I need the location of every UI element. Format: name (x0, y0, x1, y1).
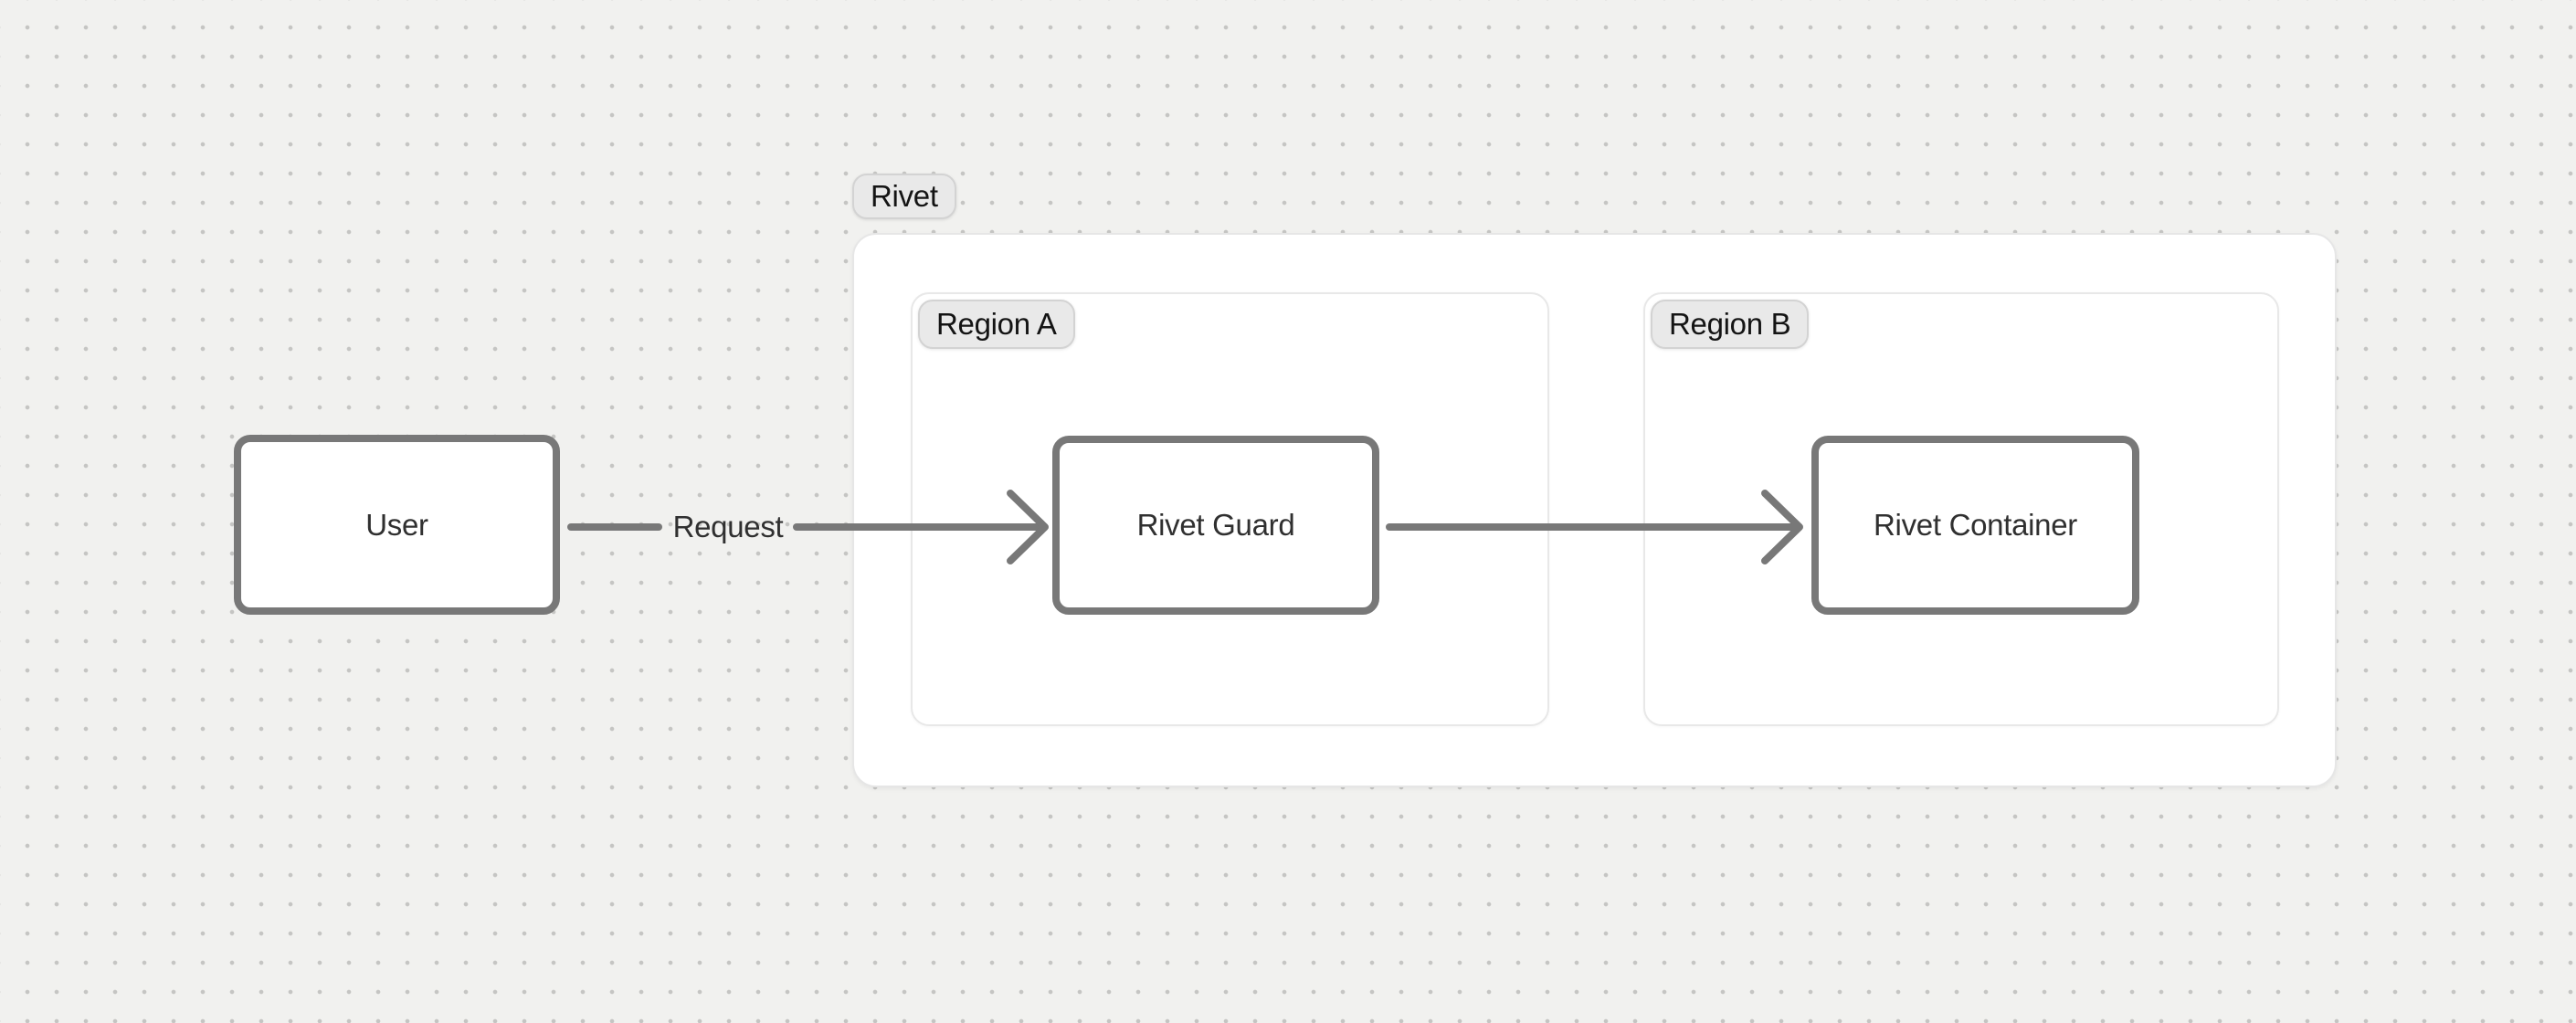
group-label-rivet: Rivet (852, 174, 956, 219)
region-b-label-text: Region B (1669, 307, 1791, 341)
node-rivet-guard-label: Rivet Guard (1136, 508, 1295, 542)
node-rivet-guard: Rivet Guard (1052, 436, 1379, 615)
region-b-label: Region B (1651, 300, 1810, 349)
node-rivet-container-label: Rivet Container (1874, 508, 2077, 542)
node-user: User (234, 435, 560, 615)
region-a-label: Region A (918, 300, 1075, 349)
node-rivet-container: Rivet Container (1811, 436, 2139, 615)
group-label-rivet-text: Rivet (871, 179, 938, 213)
edge-label-request: Request (672, 510, 784, 543)
region-a-label-text: Region A (936, 307, 1057, 341)
node-user-label: User (365, 507, 428, 542)
